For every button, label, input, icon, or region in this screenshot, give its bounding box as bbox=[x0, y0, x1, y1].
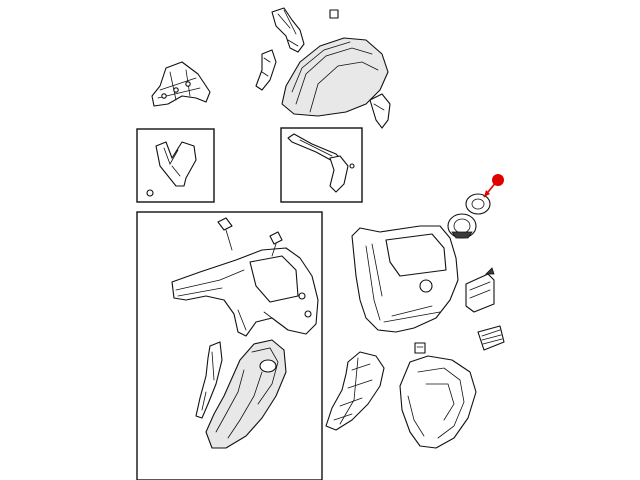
sill-reinforcement bbox=[325, 351, 385, 431]
inset-box-large bbox=[136, 211, 323, 480]
fuel-filler-door bbox=[465, 193, 491, 215]
callout-marker bbox=[483, 174, 504, 198]
side-bracket-strip bbox=[287, 133, 355, 193]
air-extractor-vent bbox=[477, 325, 505, 351]
c-pillar-reinforcement bbox=[195, 341, 223, 419]
cowl-bracket-left bbox=[151, 61, 211, 107]
callout-dot-icon bbox=[492, 174, 504, 186]
roof-rail-bracket bbox=[271, 7, 339, 53]
inset-box-middle bbox=[280, 127, 363, 203]
inner-wheelhouse bbox=[205, 339, 287, 449]
pillar-reinforcement-upper bbox=[255, 49, 277, 91]
pillar-reinforcement-small bbox=[146, 141, 197, 197]
inner-quarter-panel bbox=[171, 217, 319, 337]
rear-wheelhouse-liner bbox=[399, 355, 477, 449]
wheelhouse-outer-panel bbox=[281, 37, 389, 117]
vent-bracket bbox=[465, 267, 495, 313]
inset-box-left bbox=[136, 128, 215, 203]
small-clip bbox=[414, 342, 426, 354]
quarter-panel-outer bbox=[351, 225, 459, 333]
small-tab-bracket bbox=[369, 93, 391, 129]
fuel-filler-housing bbox=[447, 213, 477, 239]
